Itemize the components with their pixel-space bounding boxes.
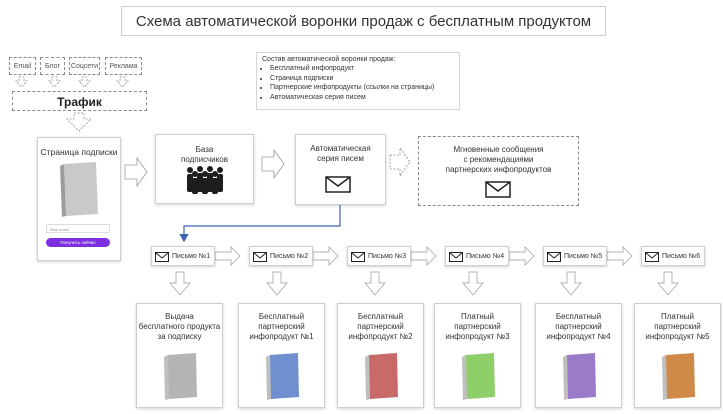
product-label: инфопродукт №5 bbox=[645, 332, 710, 341]
product-label: Бесплатный bbox=[555, 312, 602, 321]
product-label: инфопродукт №4 bbox=[546, 332, 611, 341]
book-icon bbox=[462, 353, 495, 400]
envelope-icon bbox=[485, 181, 511, 198]
letter-label: Письмо №5 bbox=[564, 253, 603, 260]
letter-4: Письмо №4 bbox=[445, 246, 509, 266]
traffic-source-blog: Блог bbox=[40, 57, 65, 75]
subscribe-button[interactable]: Получить сейчас bbox=[46, 238, 110, 247]
database-label-line1: База bbox=[195, 145, 214, 154]
product-label: Бесплатный bbox=[357, 312, 404, 321]
letter-arrows bbox=[214, 246, 633, 266]
people-group-icon bbox=[187, 166, 223, 194]
email-series-box: Автоматическая серия писем bbox=[295, 134, 386, 205]
envelope-icon bbox=[547, 251, 561, 262]
letter-2: Письмо №2 bbox=[249, 246, 313, 266]
product-card-2: Бесплатный партнерский инфопродукт №1 bbox=[238, 303, 325, 408]
letter-label: Письмо №2 bbox=[270, 253, 309, 260]
letter-to-product-arrows bbox=[169, 271, 679, 296]
source-arrows bbox=[15, 76, 129, 132]
product-label: инфопродукт №1 bbox=[249, 332, 314, 341]
envelope-icon bbox=[253, 251, 267, 262]
product-label: инфопродукт №2 bbox=[348, 332, 413, 341]
letter-label: Письмо №6 bbox=[662, 253, 701, 260]
product-label: бесплатного продукта bbox=[138, 322, 221, 331]
funnel-item: Страница подписки bbox=[270, 74, 454, 84]
subscription-page-label: Страница подписки bbox=[40, 147, 118, 157]
product-label: партнерский bbox=[357, 322, 404, 331]
envelope-icon bbox=[155, 251, 169, 262]
book-icon bbox=[164, 353, 197, 400]
product-label: инфопродукт №3 bbox=[445, 332, 510, 341]
envelope-icon bbox=[325, 176, 351, 193]
database-label-line2: подписчиков bbox=[181, 155, 228, 164]
instant-messages-line2: с рекомендациями bbox=[463, 155, 534, 164]
traffic-box: Трафик bbox=[12, 91, 147, 111]
envelope-icon bbox=[449, 251, 463, 262]
instant-messages-line3: партнерских инфопродуктов bbox=[445, 165, 552, 174]
product-label: Бесплатный bbox=[258, 312, 305, 321]
funnel-item: Бесплатный инфопродукт bbox=[270, 64, 454, 74]
product-label: Выдача bbox=[165, 312, 194, 321]
email-series-label-line2: серия писем bbox=[317, 154, 364, 163]
series-to-letter-connector bbox=[179, 205, 341, 243]
funnel-item: Автоматическая серия писем bbox=[270, 93, 454, 103]
product-label: Платный bbox=[661, 312, 694, 321]
product-card-3: Бесплатный партнерский инфопродукт №2 bbox=[337, 303, 424, 408]
product-card-4: Платный партнерский инфопродукт №3 bbox=[434, 303, 521, 408]
traffic-source-social: Соцсети bbox=[69, 57, 100, 75]
book-icon bbox=[365, 353, 398, 400]
product-label: Платный bbox=[461, 312, 494, 321]
letter-6: Письмо №6 bbox=[641, 246, 705, 266]
product-label: за подписку bbox=[157, 332, 202, 341]
envelope-icon bbox=[645, 251, 659, 262]
product-label: партнерский bbox=[555, 322, 602, 331]
instant-messages-box: Мгновенные сообщения с рекомендациями па… bbox=[418, 136, 579, 206]
instant-messages-line1: Мгновенные сообщения bbox=[453, 145, 544, 154]
letter-label: Письмо №1 bbox=[172, 253, 211, 260]
book-icon bbox=[266, 353, 299, 400]
email-series-label-line1: Автоматическая bbox=[310, 144, 371, 153]
product-label: партнерский bbox=[454, 322, 501, 331]
product-label: партнерский bbox=[654, 322, 701, 331]
traffic-source-email: Email bbox=[9, 57, 36, 75]
diagram-title: Схема автоматической воронки продаж с бе… bbox=[121, 6, 606, 36]
funnel-composition-heading: Состав автоматической воронки продаж: bbox=[262, 56, 396, 63]
letter-3: Письмо №3 bbox=[347, 246, 411, 266]
book-icon bbox=[662, 353, 695, 400]
letter-1: Письмо №1 bbox=[151, 246, 215, 266]
funnel-composition-box: Состав автоматической воронки продаж: Бе… bbox=[256, 52, 460, 110]
envelope-icon bbox=[351, 251, 365, 262]
letter-label: Письмо №4 bbox=[466, 253, 505, 260]
subscription-email-input[interactable]: Ваш email bbox=[46, 224, 110, 233]
flow-arrows bbox=[124, 148, 285, 188]
dashed-flow-arrow bbox=[389, 146, 411, 178]
product-label: партнерский bbox=[258, 322, 305, 331]
book-icon bbox=[563, 353, 596, 400]
product-card-5: Бесплатный партнерский инфопродукт №4 bbox=[535, 303, 622, 408]
product-card-6: Платный партнерский инфопродукт №5 bbox=[634, 303, 721, 408]
traffic-source-ads: Реклама bbox=[105, 57, 142, 75]
letter-5: Письмо №5 bbox=[543, 246, 607, 266]
product-card-1: Выдача бесплатного продукта за подписку bbox=[136, 303, 223, 408]
letter-label: Письмо №3 bbox=[368, 253, 407, 260]
free-product-book-icon bbox=[60, 162, 98, 217]
funnel-item: Партнерские инфопродукты (ссылки на стра… bbox=[270, 83, 454, 93]
